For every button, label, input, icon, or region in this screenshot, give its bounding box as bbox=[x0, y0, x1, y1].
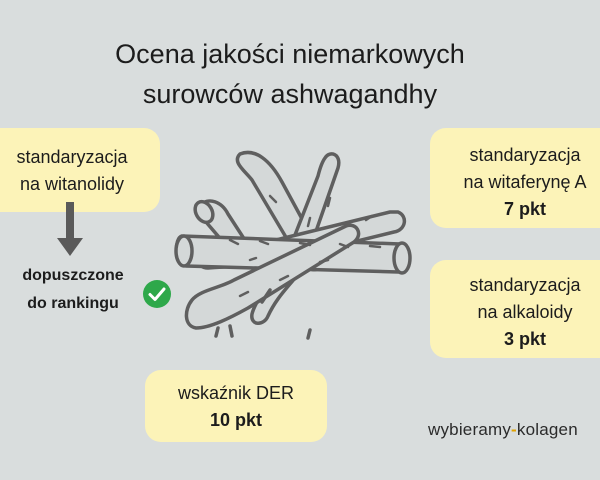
card-points: 3 pkt bbox=[503, 329, 546, 349]
page-title-line-1: Ocena jakości niemarkowych bbox=[115, 39, 465, 69]
card-label-line-1: standaryzacja bbox=[469, 275, 581, 295]
accepted-label-line-2: do rankingu bbox=[27, 295, 119, 312]
card-label-line-1: wskaźnik DER bbox=[177, 383, 295, 403]
card-label-line-2: na witanolidy bbox=[19, 174, 125, 194]
brand-name-right: kolagen bbox=[516, 420, 578, 439]
ashwagandha-roots-illustration bbox=[174, 150, 412, 340]
card-label-line-2: na witaferynę A bbox=[463, 172, 587, 192]
card-der-ratio: wskaźnik DER 10 pkt bbox=[145, 370, 327, 442]
card-label-line-1: standaryzacja bbox=[16, 147, 128, 167]
brand-separator: - bbox=[511, 420, 517, 439]
check-circle-icon bbox=[143, 280, 171, 308]
card-points: 10 pkt bbox=[209, 410, 263, 430]
brand-name-left: wybieramy bbox=[428, 420, 512, 439]
page-title-line-2: surowców ashwagandhy bbox=[142, 79, 438, 109]
card-label-line-2: na alkaloidy bbox=[477, 302, 573, 322]
brand-logo: wybieramy-kolagen bbox=[428, 420, 578, 440]
card-standardization-withaferin: standaryzacja na witaferynę A 7 pkt bbox=[430, 128, 600, 228]
card-standardization-withanolides: standaryzacja na witanolidy bbox=[0, 128, 160, 212]
card-points: 7 pkt bbox=[503, 199, 546, 219]
arrow-down-icon bbox=[57, 202, 83, 256]
page-title: Ocena jakości niemarkowych surowców ashw… bbox=[0, 34, 580, 114]
card-standardization-alkaloids: standaryzacja na alkaloidy 3 pkt bbox=[430, 260, 600, 358]
accepted-label-line-1: dopuszczone bbox=[22, 267, 124, 284]
card-label-line-1: standaryzacja bbox=[469, 145, 581, 165]
accepted-label: dopuszczone do rankingu bbox=[4, 262, 142, 318]
